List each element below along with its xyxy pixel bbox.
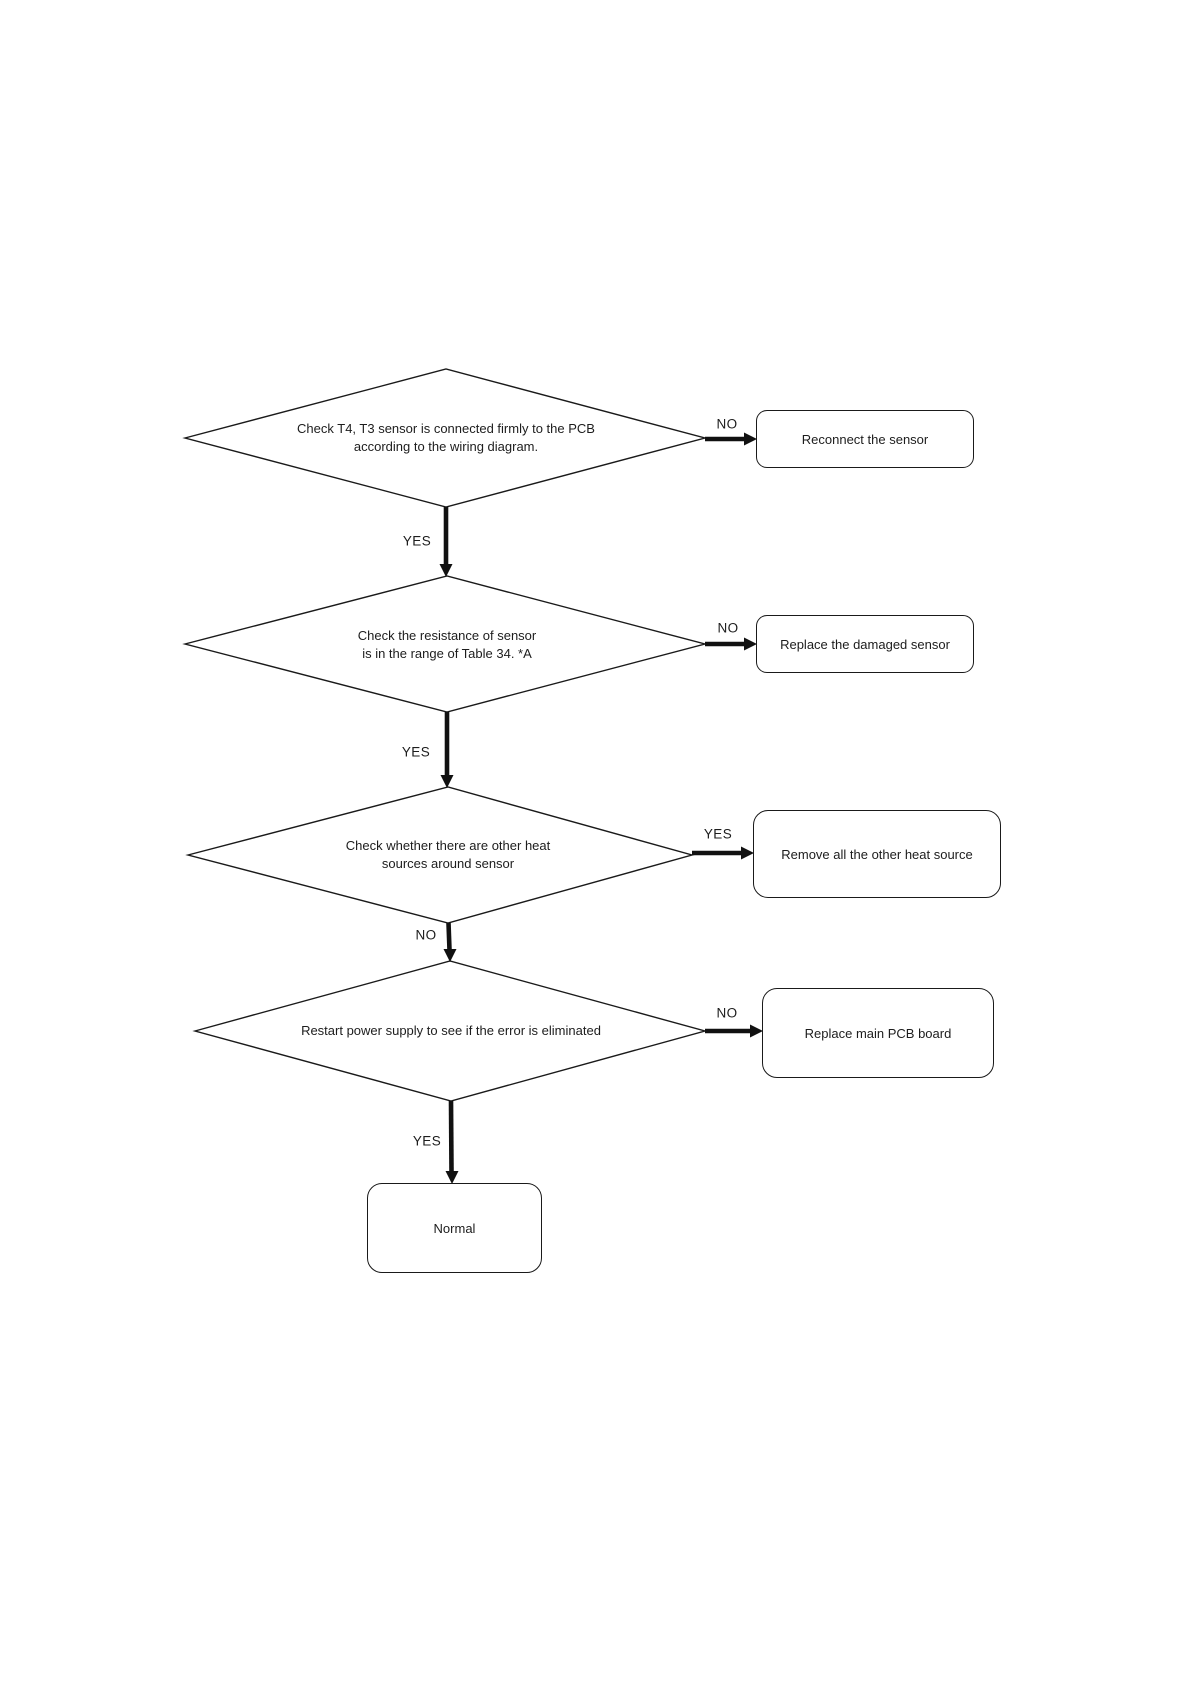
decision2-no-label: NO [717,620,739,636]
decision2-label: Check the resistance of sensor is in the… [357,628,537,661]
action-box-reconnect-sensor: Reconnect the sensor [756,410,974,468]
decision4-down-arrow [448,1100,454,1173]
decision4-side-arrowhead [750,1024,763,1038]
decision1-label: Check T4, T3 sensor is connected firmly … [297,421,595,454]
action-box-replace-main-pcb: Replace main PCB board [762,988,994,1078]
action-box-remove-heat-source-label: Remove all the other heat source [781,846,973,862]
decision3-yes-label: YES [703,826,733,842]
action-box-replace-main-pcb-label: Replace main PCB board [804,1025,952,1041]
action-box-remove-heat-source: Remove all the other heat source [753,810,1001,898]
decision3-no-label: NO [415,927,437,943]
decision3-label: Check whether there are other heat sourc… [345,838,551,871]
decision4-label: Restart power supply to see if the error… [301,1023,601,1038]
decision2-yes-label: YES [401,744,431,760]
decision2-down-arrowhead [440,775,454,788]
decision4-yes-label: YES [412,1133,442,1149]
decision1-yes-label: YES [402,533,432,549]
decision1-side-arrowhead [744,432,757,446]
action-box-replace-damaged-sensor-label: Replace the damaged sensor [780,636,950,652]
decision2-side-arrowhead [744,637,757,651]
decision1-no-label: NO [716,416,738,432]
decision4-no-label: NO [716,1005,738,1021]
action-box-replace-damaged-sensor: Replace the damaged sensor [756,615,974,673]
decision3-down-arrow [446,922,452,951]
decision4-down-arrowhead [445,1171,459,1184]
terminal-normal-box: Normal [367,1183,542,1273]
decision1-down-arrowhead [439,564,453,577]
decision3-down-arrowhead [443,949,457,962]
terminal-normal-label: Normal [433,1220,476,1236]
action-box-reconnect-sensor-label: Reconnect the sensor [801,431,929,447]
decision3-side-arrowhead [741,846,754,860]
